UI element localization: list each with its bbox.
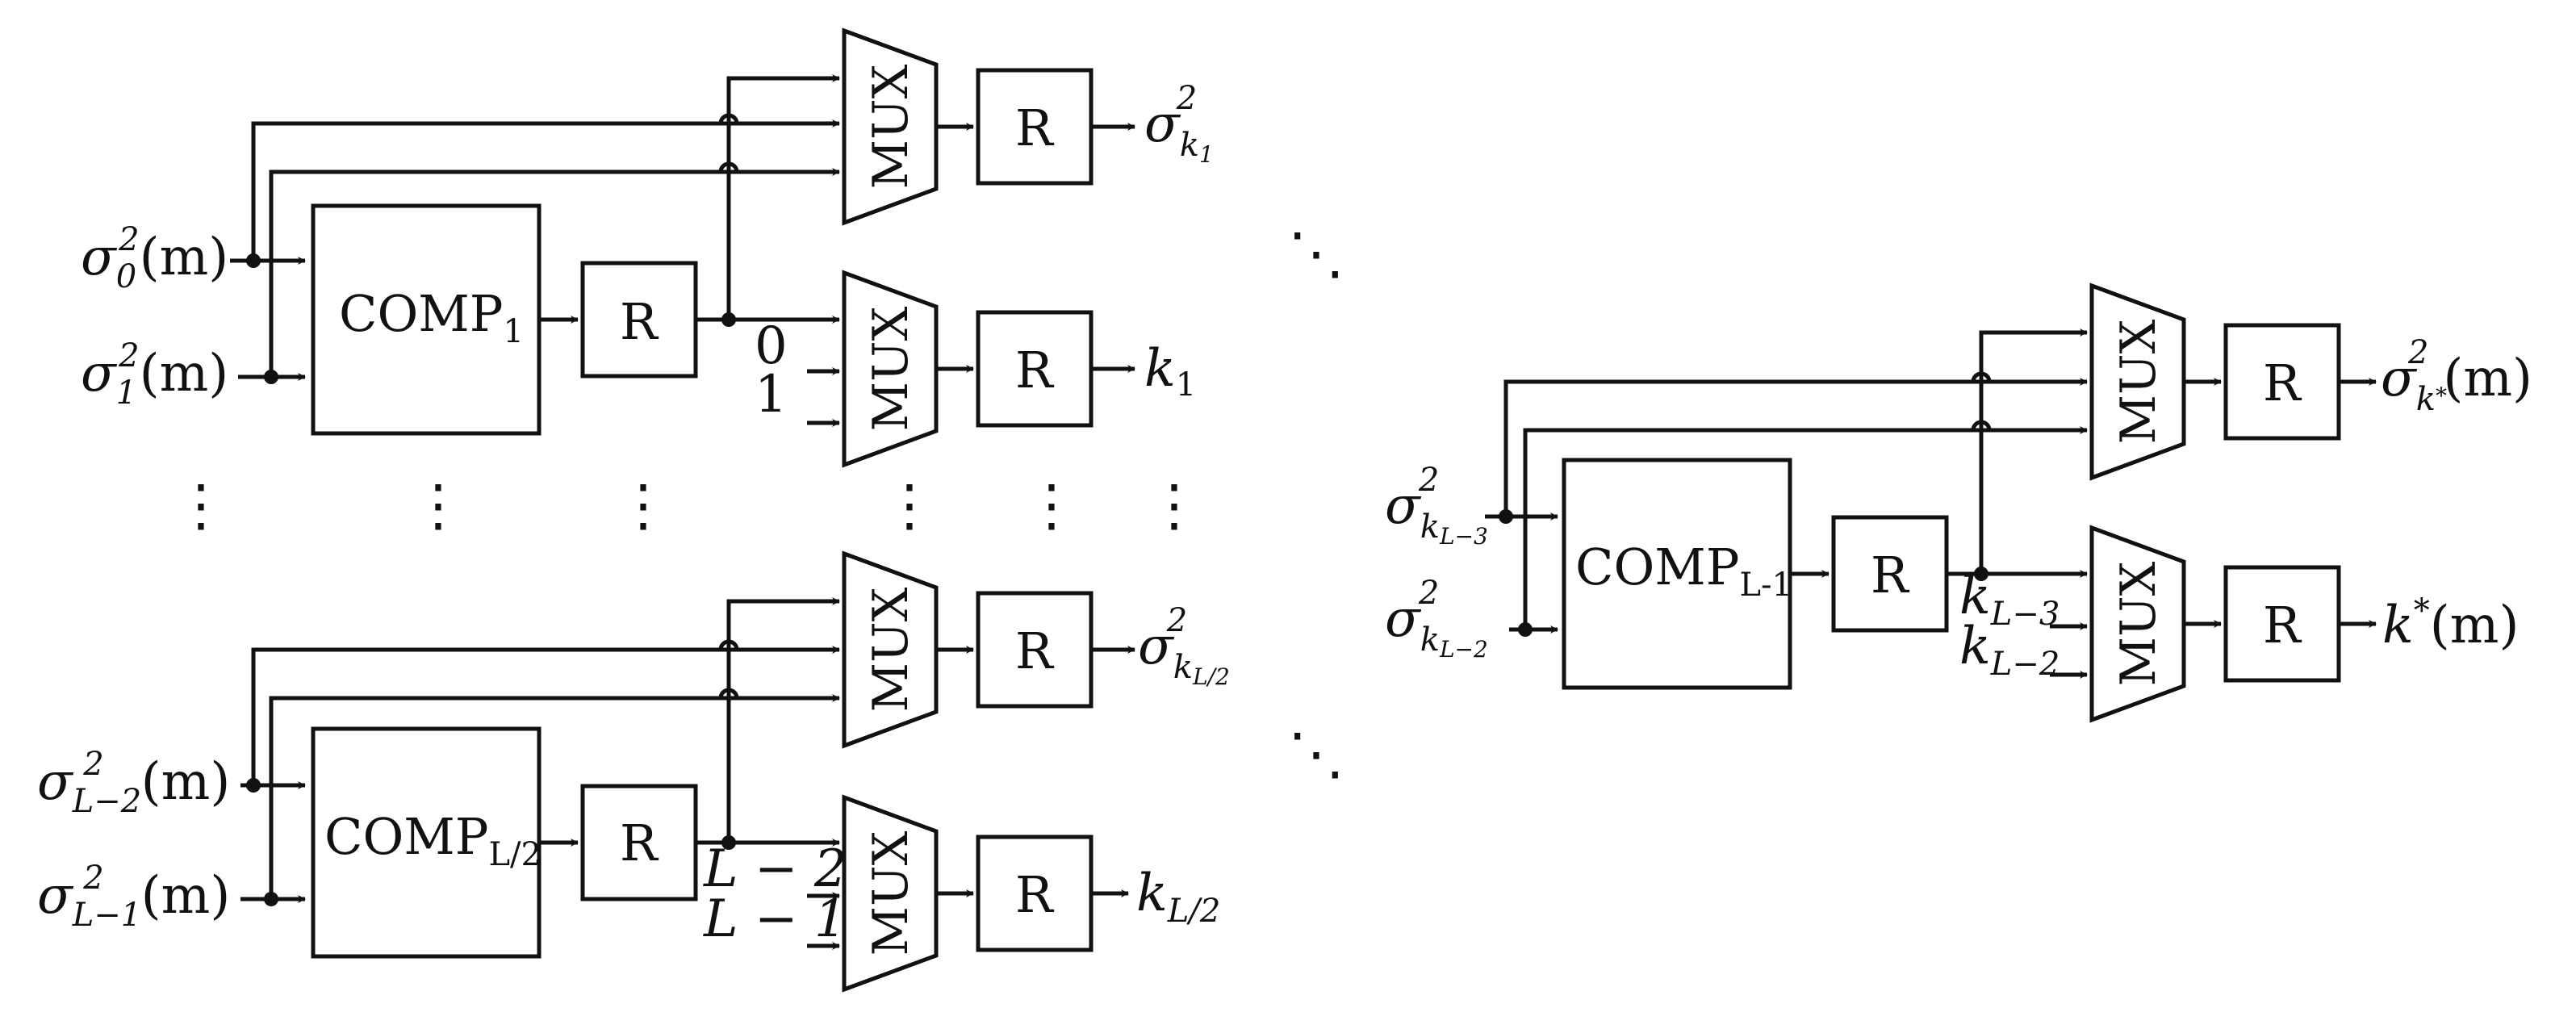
wire-in0-tap [251,119,840,261]
mux-label: MUX [863,306,919,431]
register-label: R [2263,353,2302,412]
mux-2 [842,270,939,468]
comp-l2-label: COMPL/2 [324,807,542,873]
wire-in4-tap [1503,378,2088,517]
junction-dot [246,253,261,268]
block-comp-l2: COMPL/2 R MUX R MUX L − 2 L − 1 R [240,550,1135,993]
vdots: ⋮ [173,472,229,538]
comp-1-label: COMP1 [339,284,524,350]
wire-hop [718,639,739,650]
output-k1: k1 [1144,339,1196,404]
ddots-upper: ⋱ [1288,220,1344,287]
wire-in2-tap [251,646,840,785]
wire-select-to-mux1 [726,74,840,320]
register-label: R [2263,596,2302,655]
vdots: ⋮ [615,472,671,538]
input-sigma0: σ02(m) [81,221,228,295]
wire-in3-tap [269,694,840,899]
mux-label: MUX [863,830,919,956]
ddots-lower: ⋱ [1288,721,1344,787]
register-label: R [1015,98,1055,157]
wire-in1-tap [269,168,840,377]
output-sigma-kl2: σkL/22 [1138,602,1230,690]
junction-dot [264,370,278,384]
mux-label: MUX [863,587,919,712]
register-label: R [620,814,659,872]
wire-hop [1971,371,1992,383]
input-sigma1: σ12(m) [81,337,228,412]
const-klm3-label: kL−3 [1959,567,2060,633]
mux-4 [842,794,939,993]
const-lminus1-label: L − 1 [703,889,847,949]
const-1-label: 1 [755,365,788,425]
mux-6 [2089,525,2186,723]
junction-dot [721,312,736,327]
register-box [1831,515,1949,633]
mux-label: MUX [2110,561,2167,686]
const-0-label: 0 [755,316,788,376]
wire-hop [718,688,739,699]
register-label: R [1015,341,1055,399]
vdots: ⋮ [410,472,466,538]
wire-hop [1971,420,1992,431]
comp-l1-box [1562,458,1792,690]
mux-1 [842,27,939,226]
register-label: R [620,292,659,351]
junction-dot [1499,509,1513,524]
input-sigma-lminus1: σL−12(m) [37,860,230,934]
register-box [2223,565,2341,683]
register-box [580,784,698,901]
const-lminus2-label: L − 2 [703,839,847,899]
register-box [976,68,1094,186]
const-klm2-label: kL−2 [1959,617,2060,683]
input-sigma-klm3: σkL−32 [1385,462,1488,550]
register-box [976,834,1094,952]
output-kl2: kL/2 [1136,864,1220,930]
register-label: R [1871,546,1910,604]
wire-hop [718,113,739,124]
vdots-row: ⋮ ⋮ ⋮ ⋮ ⋮ ⋮ [173,472,1202,538]
comp-l2-box [311,726,542,959]
register-label: R [1015,621,1055,680]
mux-label: MUX [2110,319,2167,444]
junction-dot [264,892,278,906]
output-sigma-kstar: σk*2(m) [2381,334,2532,418]
wire-in5-tap [1523,426,2088,630]
junction-dot [721,835,736,850]
block-comp-l1: COMPL-1 R MUX R MUX kL−3 kL−2 R [1485,282,2377,723]
register-label: R [1015,865,1055,924]
mux-3 [842,550,939,749]
mux-5 [2089,282,2186,481]
wire-select-to-mux5 [1979,328,2088,574]
wire-select-to-mux3 [726,597,840,843]
output-kstar: k*(m) [2382,592,2519,655]
output-sigma-k1: σk12 [1144,80,1214,168]
vdots: ⋮ [1023,472,1080,538]
input-sigma-lminus2: σL−22(m) [37,746,230,820]
block-comp-1: COMP1 R MUX R MUX 0 1 R [230,27,1135,468]
vdots: ⋮ [881,472,938,538]
input-sigma-klm2: σkL−22 [1385,575,1488,663]
mux-label: MUX [863,64,919,189]
junction-dot [1518,622,1533,637]
comp-l1-label: COMPL-1 [1575,538,1792,604]
comp-1-box [311,203,542,436]
junction-dot [246,778,261,793]
wire-hop [718,161,739,173]
vdots: ⋮ [1146,472,1202,538]
junction-dot [1974,567,1988,581]
